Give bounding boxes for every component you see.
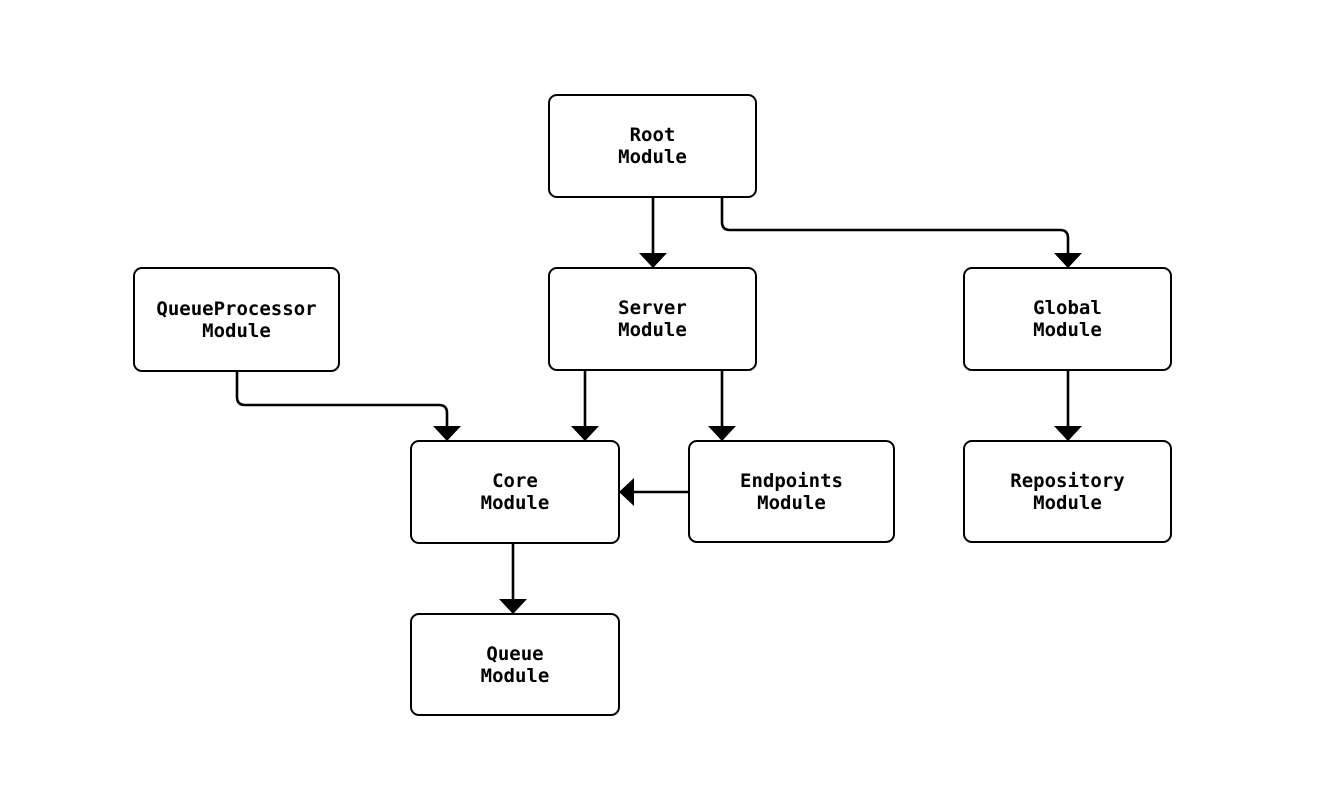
node-queue-processor-module: QueueProcessor Module [133, 267, 340, 372]
node-label-server-module: Server Module [618, 297, 687, 341]
node-label-global-module: Global Module [1033, 297, 1102, 341]
node-label-repository-module: Repository Module [1010, 469, 1125, 514]
node-label-root-module: Root Module [618, 124, 687, 168]
node-server-module: Server Module [548, 267, 757, 371]
node-label-queue-processor-module: QueueProcessor Module [156, 297, 317, 342]
node-label-queue-module: Queue Module [480, 642, 550, 687]
node-label-endpoints-module: Endpoints Module [740, 469, 843, 514]
node-queue-module: Queue Module [410, 613, 620, 716]
node-root-module: Root Module [548, 94, 757, 198]
node-global-module: Global Module [963, 267, 1172, 371]
node-label-core-module: Core Module [480, 470, 550, 514]
node-core-module: Core Module [410, 440, 620, 544]
node-endpoints-module: Endpoints Module [688, 440, 895, 543]
node-repository-module: Repository Module [963, 440, 1172, 543]
